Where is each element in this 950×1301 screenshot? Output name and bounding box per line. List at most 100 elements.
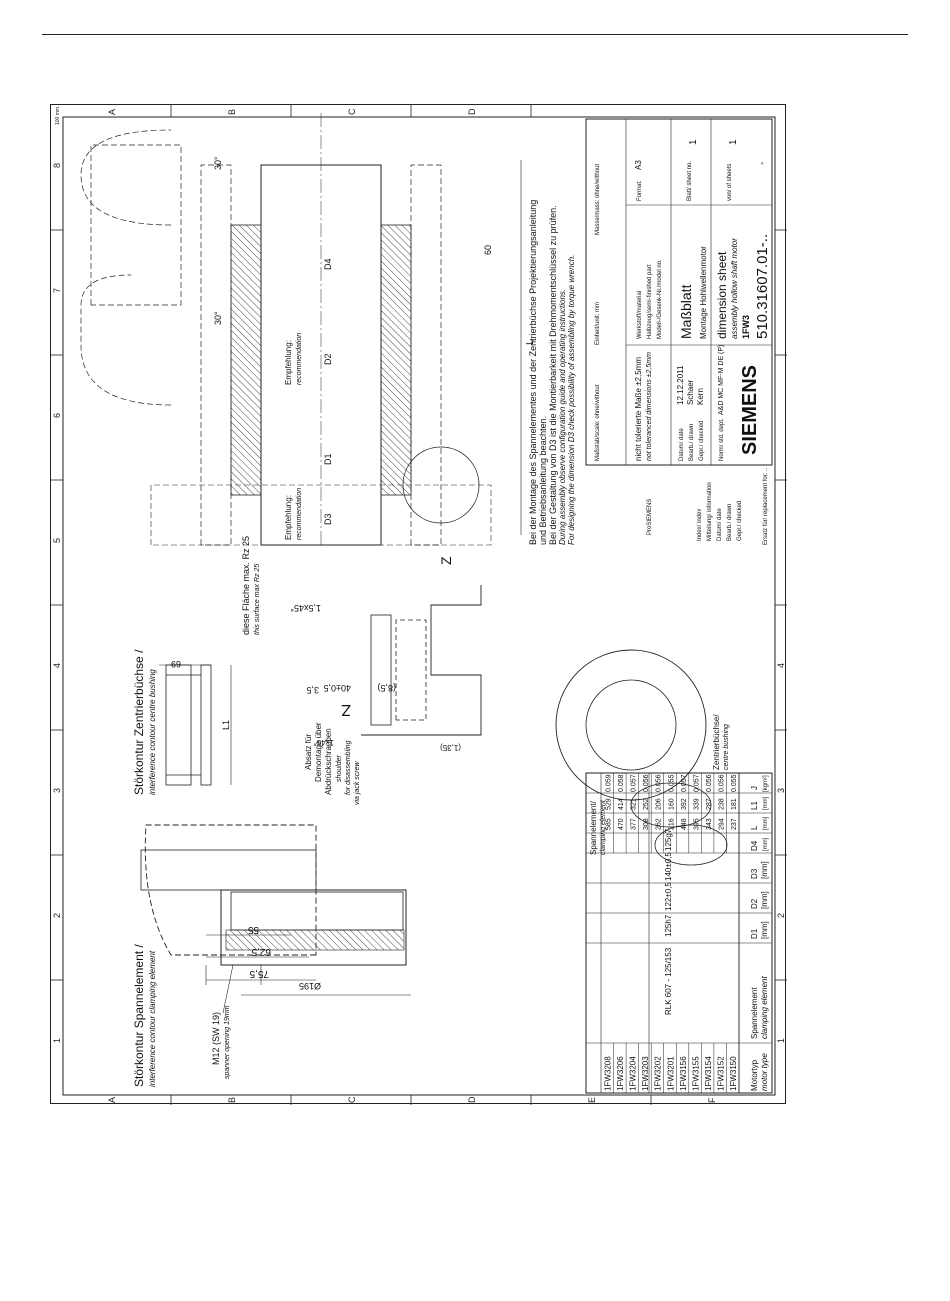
- zone-D-right: D: [467, 108, 477, 115]
- clamp-type: RLK 607 - 125/153: [664, 947, 673, 1015]
- zone-7: 7: [52, 288, 62, 293]
- desc-en: assembly hollow shaft motor: [730, 238, 739, 339]
- note-line-5: For designing the dimension D3 check pos…: [567, 255, 576, 545]
- row-l1: 339: [693, 798, 700, 810]
- iso-clamp-label-en: clamping element: [600, 799, 607, 855]
- change-date: Datum/ date: [717, 508, 723, 541]
- recommendation-d2: Empfehlung:: [284, 340, 293, 385]
- clamping-element-title: Störkontur Spannelement /: [132, 944, 146, 1087]
- row-j: 0.056: [656, 774, 663, 792]
- dim-8-5: (8,5): [377, 683, 396, 693]
- row-l1: 181: [731, 798, 738, 810]
- row-motor: 1FW3152: [716, 1056, 725, 1091]
- dim-1x45: 1x45°: [313, 738, 334, 747]
- zone-6: 6: [52, 413, 62, 418]
- recommendation-d3: Empfehlung:: [284, 495, 293, 540]
- isometric-view: Spannelement/ clamping element Zentrierb…: [555, 649, 730, 866]
- row-l1: 392: [681, 798, 688, 810]
- zone-8: 8: [52, 163, 62, 168]
- row-j: 0.055: [668, 774, 675, 792]
- clamp-bolt-circle: [230, 891, 404, 931]
- iso-bushing-label: Zentrierbüchse/: [712, 714, 721, 770]
- zone-B-right: B: [227, 109, 237, 115]
- dim-55: 55: [247, 924, 259, 935]
- clamping-element-subtitle: interference contour clamping element: [148, 950, 157, 1087]
- col-d3-unit: [mm]: [760, 861, 769, 879]
- dim-L1: L1: [221, 720, 231, 730]
- shoulder-note-en-3: via jack screw: [354, 760, 361, 805]
- tolerance-de: nicht tolerierte Maße ±2,5mm: [634, 357, 643, 461]
- clamp-shaft: [140, 849, 317, 891]
- drawing-canvas: 1 2 3 4 5 6 7 8 1 2 3 4 A B C D E F A B …: [51, 105, 787, 1105]
- section-z-label: Z: [438, 556, 454, 565]
- col-motortyp-en: motor type: [760, 1053, 769, 1091]
- dim-3-5: 3,5: [306, 685, 319, 695]
- page-top-rule: [42, 34, 908, 35]
- bolt-sublabel: spanner opening 19mm: [224, 1005, 231, 1079]
- row-j: 0.057: [681, 774, 688, 792]
- row-l: 395: [693, 818, 700, 830]
- drawing-sheet: 1 2 3 4 5 6 7 8 1 2 3 4 A B C D E F A B …: [50, 104, 787, 1105]
- of-label: von/ of sheets: [727, 164, 733, 201]
- row-l1: 321: [631, 798, 638, 810]
- note-line-2: und Betriebsanleitung beachten.: [538, 416, 548, 545]
- col-d1: D1: [750, 928, 759, 939]
- zone-A: A: [107, 1097, 117, 1103]
- row-l: 262: [656, 818, 663, 830]
- col-d2-unit: [mm]: [760, 891, 769, 909]
- row-l: 377: [631, 818, 638, 830]
- surface-note: diese Fläche max. Rz 25: [241, 536, 251, 635]
- centre-bushing-subtitle: interference contour centre bushing: [148, 669, 157, 795]
- change-checked: Gepr./ checked: [737, 501, 743, 541]
- angle-30-a: 30°: [213, 311, 223, 325]
- zone-C: C: [347, 1096, 357, 1103]
- detail-z-label: Z: [341, 701, 351, 718]
- zone-2-bottom: 2: [776, 913, 786, 918]
- note-line-3: Bei der Gestaltung von D3 ist die Montie…: [548, 205, 558, 545]
- dim-60: 60: [483, 245, 493, 255]
- row-l: 343: [706, 818, 713, 830]
- dim-40: 40±0,5: [324, 683, 351, 693]
- unit-label: Einheit/unit: mm: [595, 302, 601, 345]
- change-index: Index/ index: [697, 509, 703, 541]
- dim-1-35: (1,35): [440, 743, 461, 752]
- col-l1: L1: [750, 801, 759, 810]
- d4-value: 125g7: [664, 828, 673, 851]
- row-l1: 206: [656, 798, 663, 810]
- dimension-table: Motortyp motor type Spannelement clampin…: [585, 772, 773, 1094]
- rotated-drawing: 1 2 3 4 5 6 7 8 1 2 3 4 A B C D E F A B …: [51, 105, 787, 1105]
- desc-de: Montage Hohlwellenmotor: [699, 246, 708, 339]
- table-rows: 1FW32085855290.0591FW32064704140.0581FW3…: [604, 773, 738, 1093]
- row-l: 470: [618, 818, 625, 830]
- row-motor: 1FW3155: [691, 1056, 700, 1091]
- detail-z-view: Z 3,5 1,5x45° 40±0,5 (8,5) 1x45° (1,35) …: [290, 585, 482, 805]
- dim-69: 69: [171, 659, 181, 669]
- replaced-label: Ersatz für/ replacement for: ..: [763, 467, 769, 545]
- detail-z-circle: [402, 446, 480, 524]
- title-en: dimension sheet: [715, 251, 729, 339]
- approved-value: A&D MC MF-M DE (P): [718, 345, 725, 415]
- row-j: 0.059: [606, 774, 613, 792]
- col-d3: D3: [750, 868, 759, 879]
- drawn-value: Schaer: [686, 379, 695, 405]
- zone-5: 5: [52, 538, 62, 543]
- d3-value: 140±0,5: [664, 852, 673, 881]
- label-D3: D3: [323, 513, 333, 525]
- checked-value: Kern: [696, 388, 705, 405]
- col-spannelement: Spannelement: [750, 987, 759, 1039]
- row-j: 0.055: [731, 774, 738, 792]
- row-motor: 1FW3204: [629, 1056, 638, 1091]
- zone-1-bottom: 1: [776, 1038, 786, 1043]
- title-block: nicht tolerierte Maße ±2,5mm not toleran…: [585, 118, 773, 545]
- revision: -: [757, 162, 768, 165]
- d1-value: 125h7: [664, 914, 673, 937]
- row-l1: 529: [606, 798, 613, 810]
- shoulder-note-1: Absatz für: [304, 734, 313, 770]
- format-value: A3: [634, 160, 643, 170]
- iso-clamp-label: Spannelement/: [589, 800, 598, 855]
- row-l: 585: [606, 818, 613, 830]
- col-d1-unit: [mm]: [760, 921, 769, 939]
- row-l1: 252: [643, 798, 650, 810]
- row-j: 0.056: [718, 774, 725, 792]
- col-l-unit: [mm]: [763, 816, 769, 830]
